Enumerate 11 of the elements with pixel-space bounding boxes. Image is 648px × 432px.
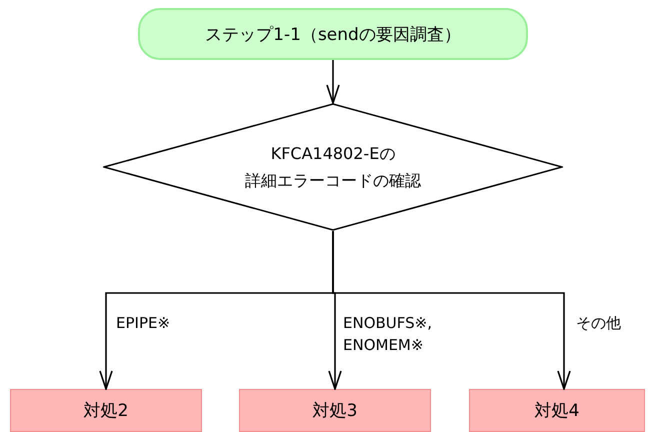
process-box — [469, 389, 645, 432]
process-box — [239, 389, 431, 432]
arrow — [326, 60, 340, 104]
start-box — [138, 8, 528, 60]
box-label: 対処3 — [312, 400, 358, 422]
box-label: 対処2 — [84, 400, 128, 422]
process-box — [10, 389, 202, 432]
arrow — [332, 231, 571, 390]
decision-text: KFCA14802-Eの詳細エラーコードの確認 — [245, 142, 421, 192]
box-label: 対処4 — [534, 400, 580, 422]
box-label: ステップ1-1（sendの要因調査） — [205, 24, 461, 46]
